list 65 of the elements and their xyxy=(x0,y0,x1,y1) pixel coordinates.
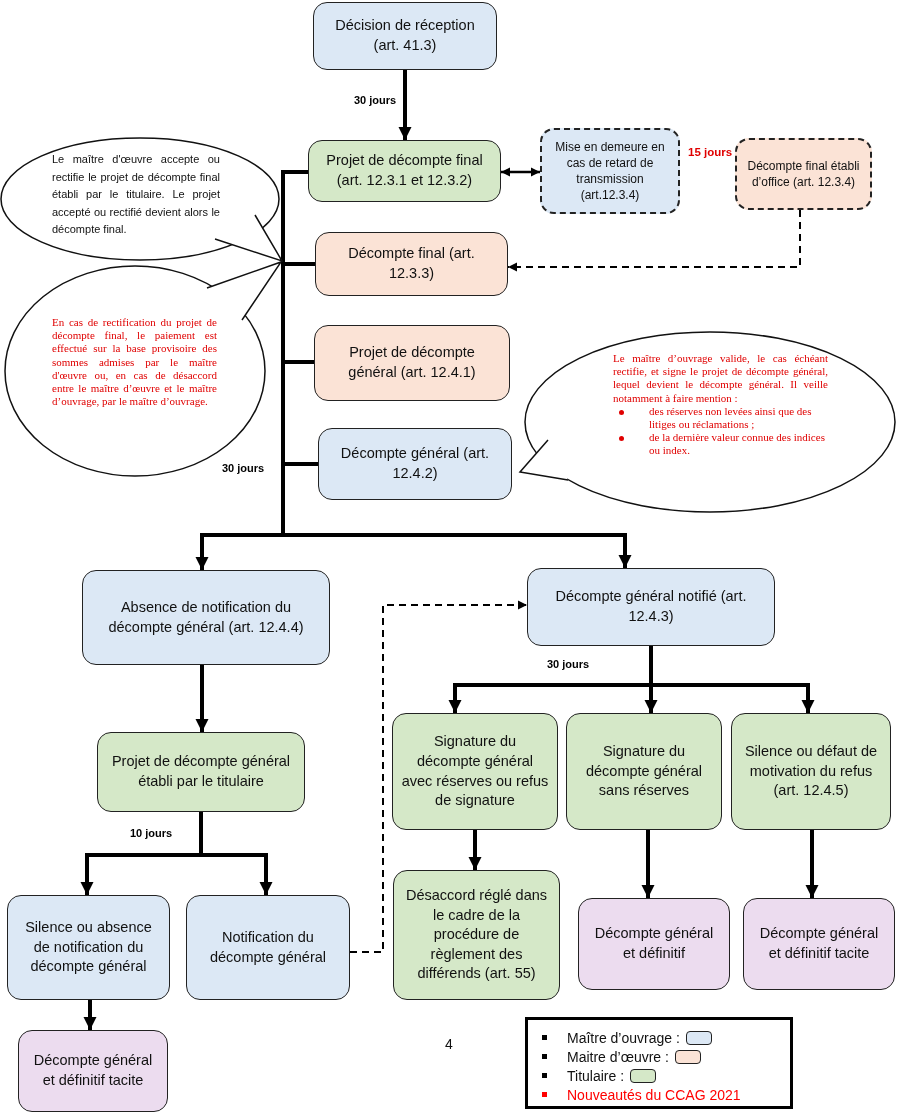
process-box xyxy=(315,232,508,296)
process-box xyxy=(527,568,775,646)
legend-text: Maitre d’œuvre : xyxy=(567,1048,669,1065)
legend-text: Maître d’ouvrage : xyxy=(567,1029,680,1046)
process-box xyxy=(743,898,895,990)
legend-text: Nouveautés du CCAG 2021 xyxy=(567,1086,741,1103)
arrow xyxy=(398,70,412,140)
edge-label: 30 jours xyxy=(220,462,267,474)
step-label: Désaccord réglé dans le cadre de la procédure de règlement des différends (art. 55) xyxy=(404,886,549,984)
process-box xyxy=(318,428,512,500)
process-box xyxy=(186,895,350,1000)
step-label: Décompte général notifié (art. 12.4.3) xyxy=(554,587,748,626)
process-box xyxy=(393,870,560,1000)
step-label: Signature du décompte général sans réserves xyxy=(584,742,704,801)
step-label: Silence ou défaut de motivation du refus (art. 12.4.5) xyxy=(743,742,879,801)
step-label: Projet de décompte final (art. 12.3.1 et 12.3.2) xyxy=(325,151,484,190)
step-label: Décompte général et définitif tacite xyxy=(32,1051,154,1090)
process-box xyxy=(97,732,305,812)
edge-label: 30 jours xyxy=(545,658,592,670)
bullet-point: des réserves non levées ainsi que des litiges ou réclamations ; xyxy=(649,404,812,430)
step-label: Décompte final établi d’office (art. 12.3.4) xyxy=(746,157,861,191)
callout-text: Le maître d'œuvre accepte ou rectifie le projet de décompte final établi par le titulaire. Le projet accepté ou rectifié devient alors le décompte final. xyxy=(52,152,220,238)
legend-text: Titulaire : xyxy=(567,1067,625,1084)
process-box xyxy=(313,2,497,70)
step-label: Silence ou absence de notification du décompte général xyxy=(24,918,153,977)
step-label: Absence de notification du décompte général (art. 12.4.4) xyxy=(107,597,305,637)
process-box xyxy=(566,713,722,830)
step-label: Projet de décompte général (art. 12.4.1) xyxy=(347,343,477,382)
step-label: Signature du décompte général avec réserves ou refus de signature xyxy=(401,732,549,811)
arrow xyxy=(195,665,209,732)
process-box xyxy=(731,713,891,830)
process-box xyxy=(392,713,558,830)
edge-label: 10 jours xyxy=(128,827,175,839)
process-box xyxy=(578,898,730,990)
arrow xyxy=(349,600,528,953)
arrow xyxy=(649,646,815,713)
step-label: Décision de réception (art. 41.3) xyxy=(334,16,476,55)
page-number: 4 xyxy=(443,1036,455,1052)
process-box xyxy=(7,895,170,1000)
arrow xyxy=(501,167,540,177)
callout-text: En cas de rectification du projet de décompte final, le paiement est effectué sur la base provisoire des sommes admises par le maître d'œuvre ou, en cas de désaccord entre le maître d’œuvre et le maître d’ouvrage, par le maître d’ouvrage. xyxy=(52,316,217,409)
process-box xyxy=(18,1030,168,1112)
arrow xyxy=(805,830,819,898)
step-label: Notification du décompte général xyxy=(208,927,328,967)
process-box xyxy=(82,570,330,665)
arrow xyxy=(199,812,273,895)
step-label: Projet de décompte général établi par le titulaire xyxy=(110,752,292,791)
process-box xyxy=(314,325,510,401)
step-label: Décompte général (art. 12.4.2) xyxy=(339,444,491,483)
process-box xyxy=(308,140,501,202)
bullet-point: de la dernière valeur connue des indices ou index. xyxy=(649,431,825,457)
step-label: Décompte général et définitif xyxy=(593,924,715,963)
step-label: Mise en demeure en cas de retard de transmission (art.12.3.4) xyxy=(554,138,666,204)
arrow xyxy=(468,830,482,870)
process-box xyxy=(735,138,872,210)
edge-label: 30 jours xyxy=(352,94,399,106)
duration-label: 15 jours xyxy=(686,146,735,158)
arrow xyxy=(641,830,655,898)
callout-text: Le maître d’ouvrage valide, le cas échéant rectifie, et signe le projet de décompte général, lequel devient le décompte général. Il veille notamment à faire mention : xyxy=(613,352,828,405)
step-label: Décompte général et définitif tacite xyxy=(758,924,880,963)
arrow xyxy=(507,209,801,272)
process-box xyxy=(540,128,680,214)
arrow xyxy=(281,462,632,568)
arrow xyxy=(83,1000,97,1030)
step-label: Décompte final (art. 12.3.3) xyxy=(347,244,476,283)
